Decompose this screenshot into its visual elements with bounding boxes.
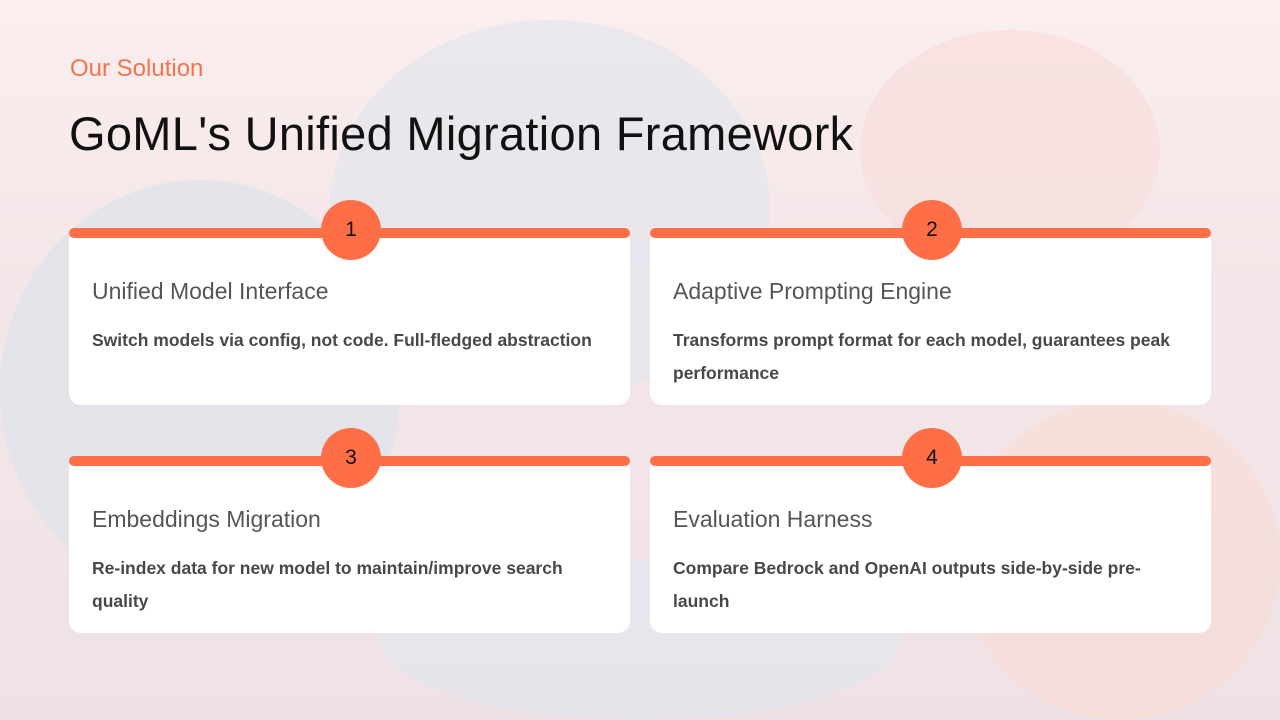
card-content: Adaptive Prompting Engine Transforms pro… <box>650 228 1234 405</box>
step-number-badge: 1 <box>321 200 381 260</box>
page-title: GoML's Unified Migration Framework <box>69 107 854 160</box>
card-content: Embeddings Migration Re-index data for n… <box>69 456 653 633</box>
card-body: Transforms prompt format for each model,… <box>673 330 1170 383</box>
feature-card-1: Unified Model Interface Switch models vi… <box>69 200 630 405</box>
card-body: Switch models via config, not code. Full… <box>92 330 592 350</box>
feature-card-4: Evaluation Harness Compare Bedrock and O… <box>650 428 1211 633</box>
step-number-badge: 2 <box>902 200 962 260</box>
step-number-badge: 3 <box>321 428 381 488</box>
feature-card-2: Adaptive Prompting Engine Transforms pro… <box>650 200 1211 405</box>
feature-card-3: Embeddings Migration Re-index data for n… <box>69 428 630 633</box>
card-title: Adaptive Prompting Engine <box>673 278 952 304</box>
section-eyebrow: Our Solution <box>70 55 204 82</box>
card-content: Evaluation Harness Compare Bedrock and O… <box>650 456 1234 633</box>
card-body: Compare Bedrock and OpenAI outputs side-… <box>673 558 1141 611</box>
card-title: Unified Model Interface <box>92 278 329 304</box>
card-title: Embeddings Migration <box>92 506 321 532</box>
card-content: Unified Model Interface Switch models vi… <box>69 228 653 405</box>
card-title: Evaluation Harness <box>673 506 873 532</box>
card-body: Re-index data for new model to maintain/… <box>92 558 563 611</box>
step-number-badge: 4 <box>902 428 962 488</box>
